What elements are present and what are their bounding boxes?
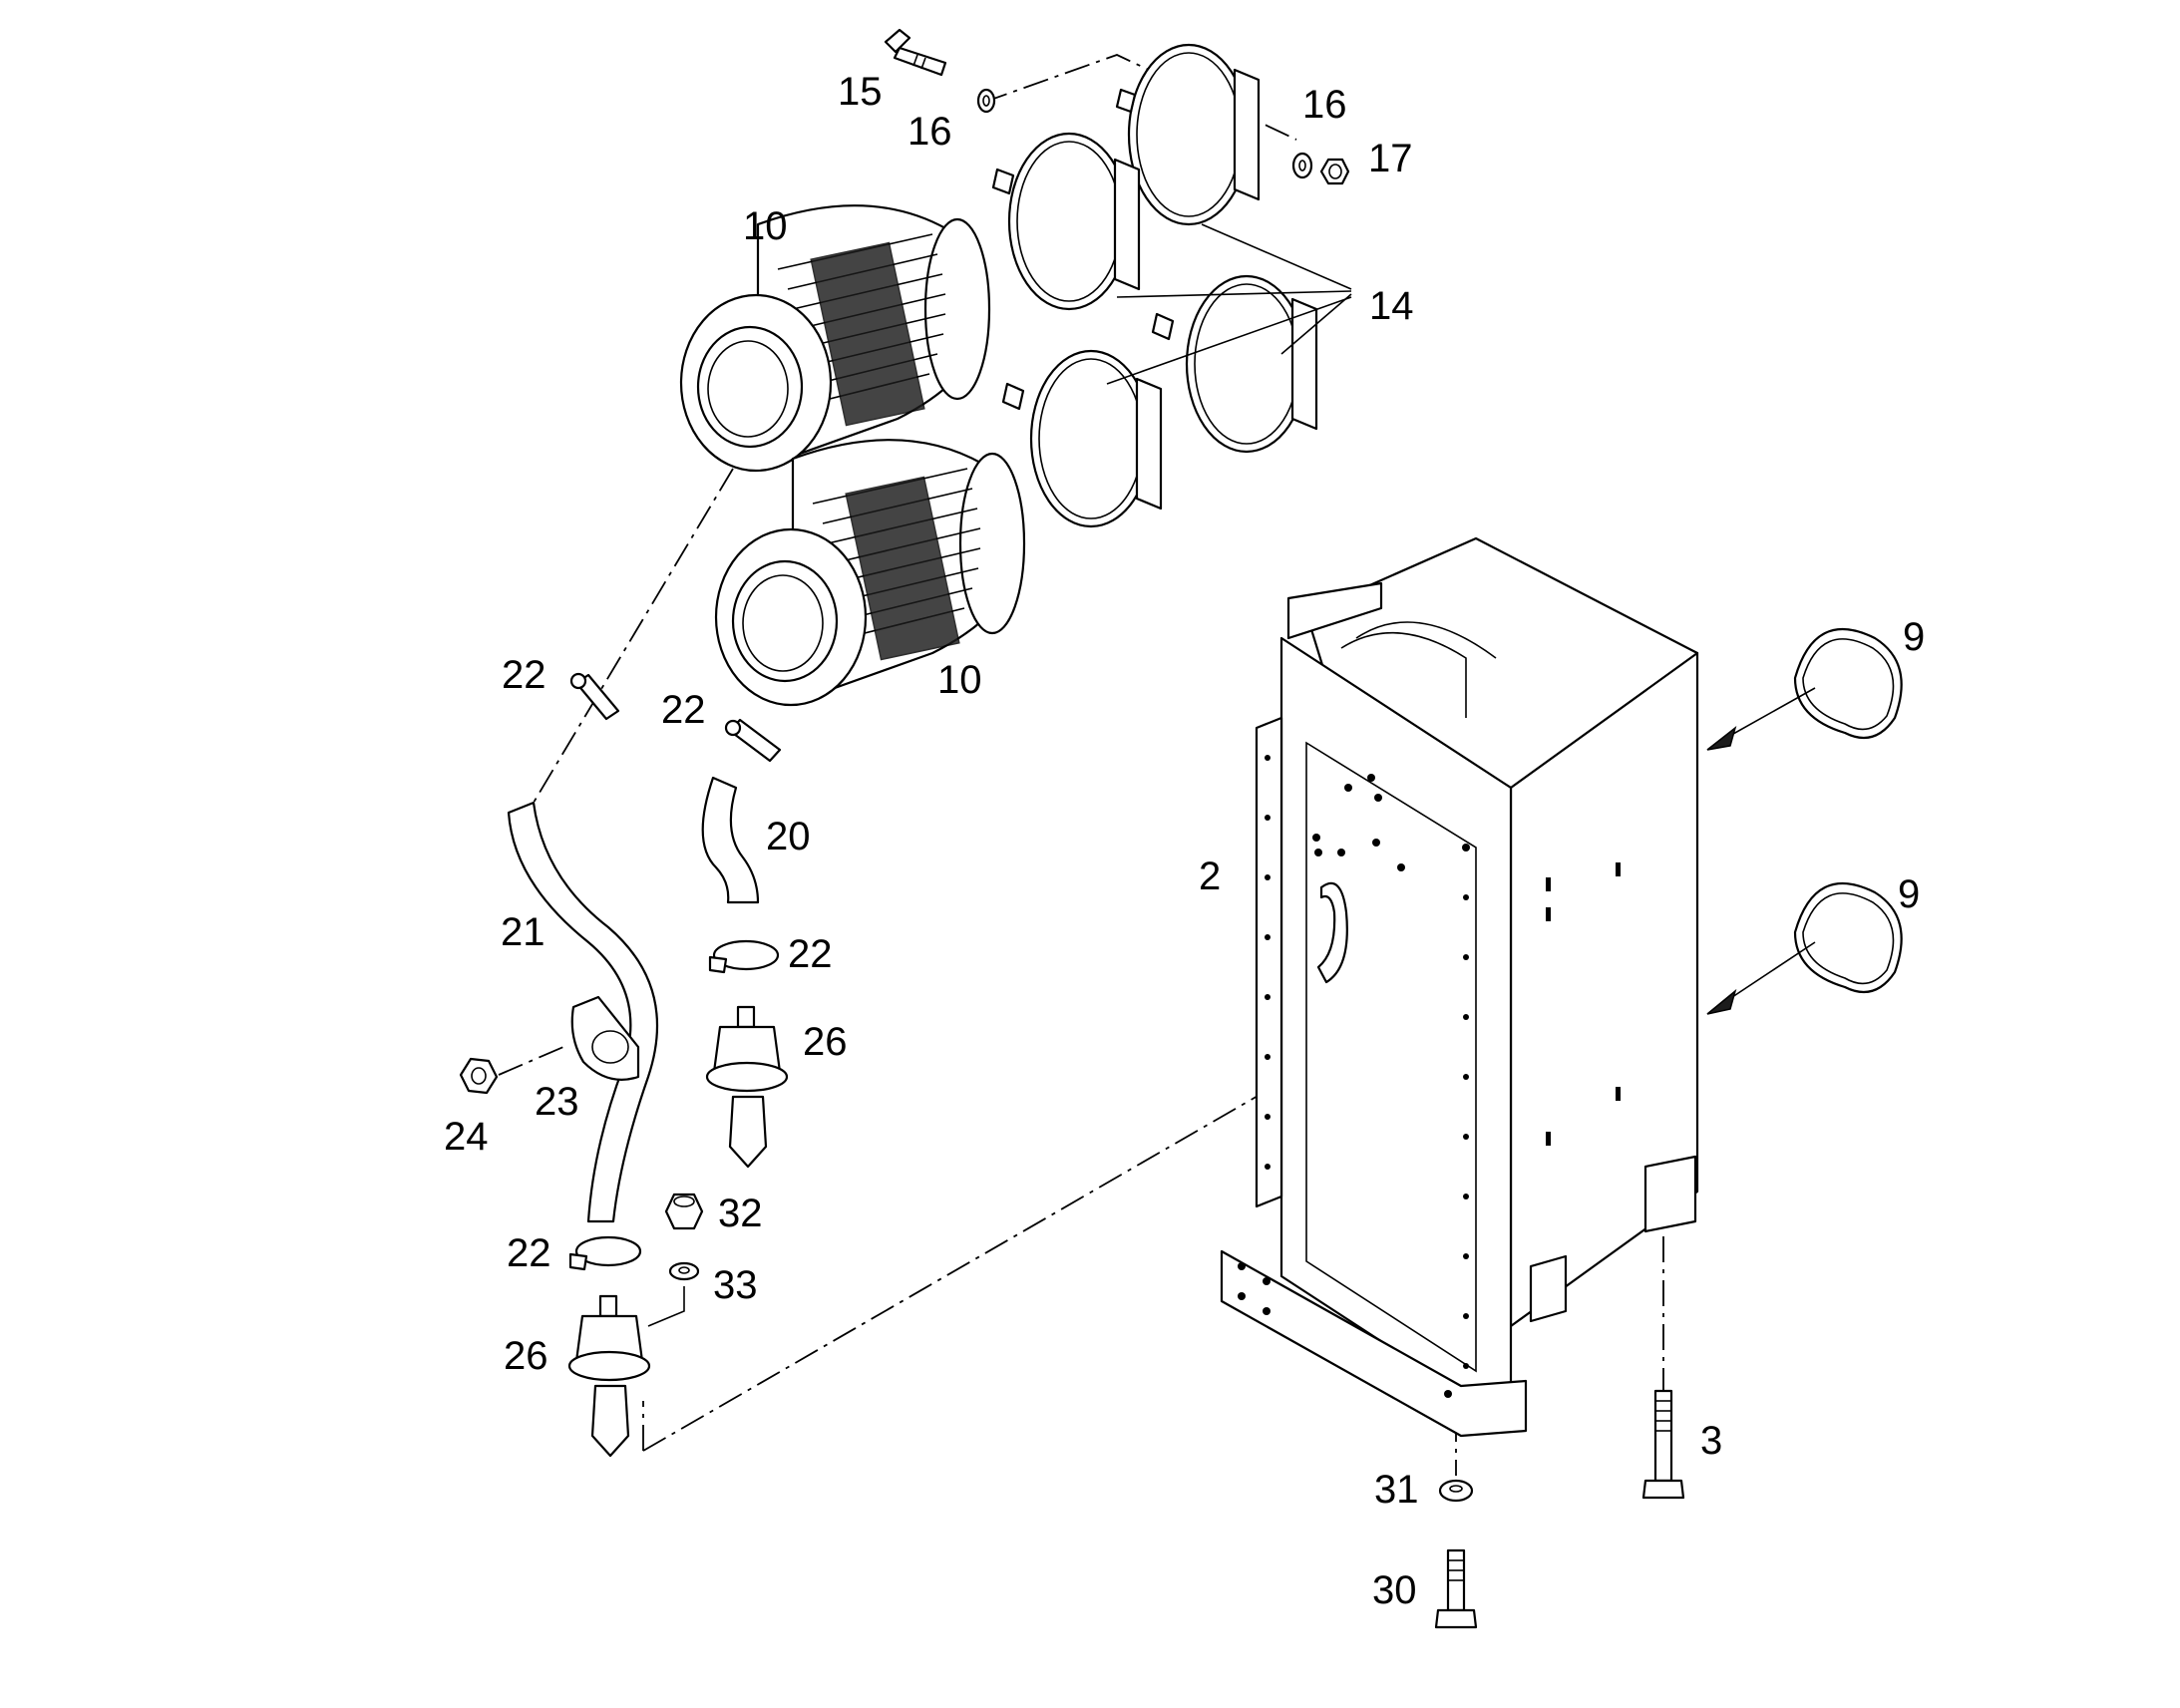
callout-23: 23 bbox=[535, 1080, 579, 1124]
callout-22-clamp-upper: 22 bbox=[788, 932, 833, 976]
callout-10-lower: 10 bbox=[937, 658, 982, 702]
callout-22-fitting-left: 22 bbox=[502, 653, 546, 697]
leader-lines-14 bbox=[1106, 223, 1352, 385]
callout-9-lower: 9 bbox=[1898, 872, 1920, 916]
nut-32 bbox=[664, 1193, 704, 1230]
bolt-15 bbox=[884, 28, 947, 77]
hose-20 bbox=[701, 776, 760, 904]
callouts: 15 16 16 17 10 14 10 9 9 22 22 20 2 21 2… bbox=[444, 70, 1925, 1612]
clamp-band-14-d bbox=[1001, 349, 1163, 528]
callout-24: 24 bbox=[444, 1115, 489, 1159]
callout-22-fitting-mid: 22 bbox=[661, 688, 706, 732]
washer-16-right bbox=[1291, 152, 1313, 179]
callout-33: 33 bbox=[713, 1263, 758, 1307]
bolt-3 bbox=[1641, 1389, 1685, 1500]
callout-10-upper: 10 bbox=[743, 204, 788, 248]
clamp-band-14-c bbox=[1151, 274, 1318, 454]
callout-32: 32 bbox=[718, 1192, 763, 1235]
washer-33 bbox=[647, 1261, 700, 1327]
callout-3: 3 bbox=[1700, 1419, 1722, 1463]
callout-20: 20 bbox=[766, 815, 811, 858]
callout-31: 31 bbox=[1374, 1468, 1419, 1512]
callout-26-upper: 26 bbox=[803, 1020, 848, 1064]
air-filter-10-lower bbox=[714, 439, 1026, 707]
clamp-band-14-a bbox=[1115, 43, 1261, 226]
callout-26-lower: 26 bbox=[504, 1334, 548, 1378]
fitting-22-left bbox=[569, 672, 620, 721]
washer-31 bbox=[1438, 1479, 1474, 1503]
callout-15: 15 bbox=[838, 70, 883, 114]
clamp-band-14-b bbox=[991, 132, 1141, 311]
callout-21: 21 bbox=[501, 910, 545, 954]
valve-26-upper bbox=[705, 1005, 789, 1169]
callout-14: 14 bbox=[1369, 284, 1414, 328]
hose-21 bbox=[507, 801, 659, 1223]
air-cleaner-housing-2 bbox=[1220, 536, 1699, 1438]
bolt-30 bbox=[1434, 1548, 1478, 1629]
fitting-22-mid bbox=[724, 718, 782, 763]
seal-arrows bbox=[1706, 687, 1816, 1015]
seal-9-upper bbox=[1793, 628, 1903, 740]
valve-26-lower bbox=[567, 1294, 651, 1458]
clamp-22-lower bbox=[568, 1235, 642, 1271]
washer-16-left bbox=[976, 88, 996, 114]
nut-17 bbox=[1319, 158, 1350, 185]
callout-2: 2 bbox=[1199, 854, 1221, 898]
callout-16-right: 16 bbox=[1302, 83, 1347, 127]
callout-17: 17 bbox=[1368, 137, 1413, 180]
callout-9-upper: 9 bbox=[1903, 615, 1925, 659]
air-filter-10-upper bbox=[679, 204, 991, 473]
bracket-23 bbox=[570, 995, 640, 1081]
nut-24 bbox=[459, 1046, 564, 1095]
clamp-22-upper bbox=[708, 939, 780, 974]
callout-22-clamp-lower: 22 bbox=[507, 1231, 551, 1275]
seal-9-lower bbox=[1793, 882, 1903, 994]
callout-16-left: 16 bbox=[908, 110, 952, 154]
callout-30: 30 bbox=[1372, 1568, 1417, 1612]
